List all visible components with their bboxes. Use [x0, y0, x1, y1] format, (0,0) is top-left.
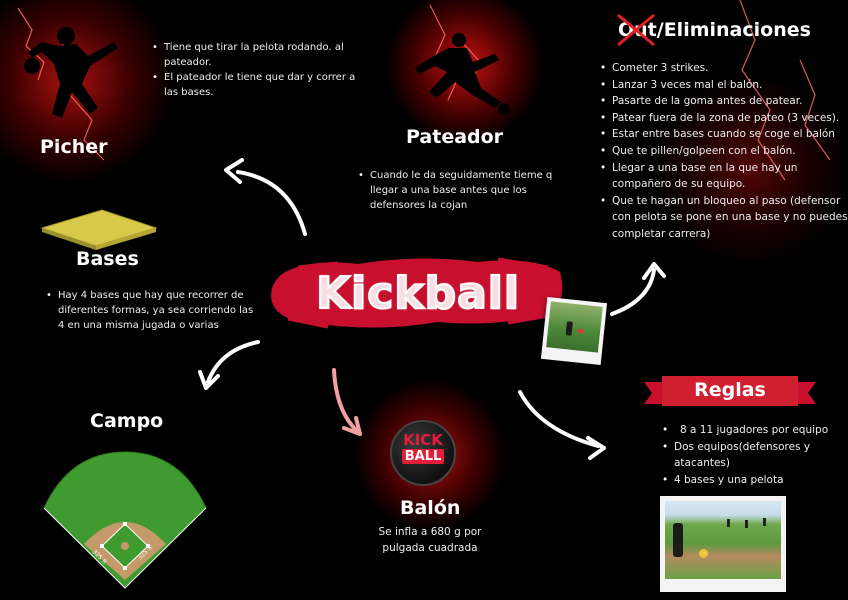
list-item: 8 a 11 jugadores por equipo — [662, 422, 848, 439]
photo-image — [665, 501, 781, 579]
pateador-heading: Pateador — [406, 126, 504, 148]
list-item: 4 bases y una pelota — [662, 472, 848, 489]
bases-list: Hay 4 bases que hay que recorrer de dife… — [44, 288, 258, 333]
ball-logo-bottom: BALL — [392, 449, 454, 464]
list-item: Pasarte de la goma antes de patear. — [600, 93, 848, 110]
list-item: Que te hagan un bloqueo al paso (defenso… — [600, 193, 848, 243]
list-item: Cuando le da seguidamente tieme q llegar… — [358, 168, 565, 213]
reglas-list: 8 a 11 jugadores por equipo Dos equipos(… — [660, 422, 848, 488]
picher-list: Tiene que tirar la pelota rodando. al pa… — [150, 40, 359, 100]
kicker-silhouette-icon — [415, 33, 510, 115]
list-item: Que te pillen/golpeen con el balón. — [600, 143, 848, 160]
arrow-to-reglas — [518, 390, 600, 448]
list-item: El pateador le tiene que dar y correr a … — [152, 70, 359, 100]
lightning-bolt — [17, 7, 45, 81]
list-item: Llegar a una base en la que hay un compa… — [600, 160, 848, 193]
pateador-list: Cuando le da seguidamente tieme q llegar… — [356, 168, 565, 213]
arrow-head — [198, 370, 220, 390]
balon-heading: Balón — [400, 497, 461, 519]
campo-heading: Campo — [90, 410, 164, 432]
arrow-head — [642, 262, 666, 280]
picher-heading: Picher — [40, 136, 108, 158]
ball-logo-top: KICK — [403, 431, 443, 449]
base-plate-icon — [40, 209, 158, 250]
list-item: Dos equipos(defensores y atacantes) — [662, 439, 848, 472]
eliminaciones-list: Cometer 3 strikes. Lanzar 3 veces mal el… — [598, 60, 848, 243]
arrow-to-campo — [206, 340, 260, 384]
list-item: Tiene que tirar la pelota rodando. al pa… — [152, 40, 359, 70]
list-item: Cometer 3 strikes. — [600, 60, 848, 77]
eliminaciones-heading: Out /Eliminaciones — [617, 13, 811, 47]
title-brush-banner — [271, 257, 563, 329]
cross-out-icon — [617, 13, 655, 47]
arrow-to-eliminaciones — [610, 268, 656, 316]
kickball-photo-large — [660, 496, 786, 592]
arrow-head — [224, 158, 244, 184]
list-item: Lanzar 3 veces mal el balón. — [600, 77, 848, 94]
arrow-to-balon — [332, 368, 358, 432]
page-title: Kickball — [315, 267, 520, 320]
list-item: Patear fuera de la zona de pateo (3 vece… — [600, 110, 848, 127]
list-item: Estar entre bases cuando se coge el baló… — [600, 126, 848, 143]
out-struck-text: Out — [617, 13, 657, 47]
kickball-ball-icon: KICK BALL — [390, 420, 456, 486]
arrow-head — [586, 436, 606, 460]
reglas-ribbon — [644, 376, 816, 406]
arrow-to-picher — [236, 170, 307, 236]
arrow-head — [342, 416, 362, 436]
list-item: Hay 4 bases que hay que recorrer de dife… — [46, 288, 258, 333]
bases-heading: Bases — [76, 248, 139, 270]
baseball-field-diagram: 325 ft 325 ft — [43, 451, 207, 589]
pitcher-silhouette-icon — [24, 27, 118, 118]
title-wrapper: Kickball — [268, 252, 568, 334]
balon-description: Se infla a 680 g por pulgada cuadrada — [378, 526, 482, 554]
reglas-heading: Reglas — [694, 379, 766, 401]
